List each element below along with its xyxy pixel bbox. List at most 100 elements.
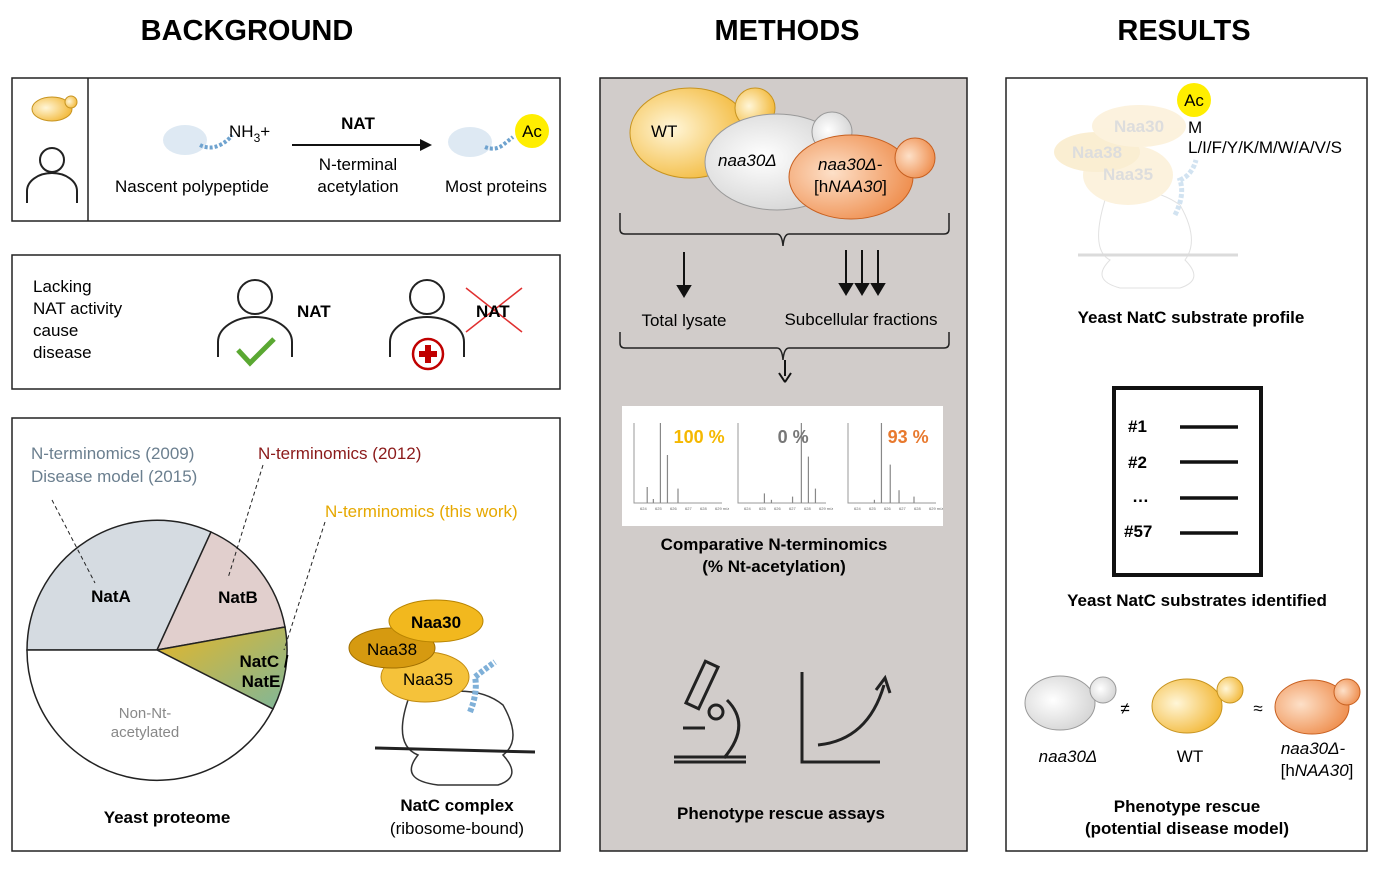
annotation-this-work: N-terminomics (this work) bbox=[325, 502, 518, 521]
results-panel: Naa30 Naa38 Naa35 Ac M L/I/F/Y/K/M/W/A/V… bbox=[1005, 77, 1368, 852]
slice-non-nt bbox=[26, 649, 275, 782]
microscope-icon bbox=[674, 659, 746, 764]
acetylated-polypeptide-icon bbox=[448, 114, 549, 157]
phenotype-assays-caption: Phenotype rescue assays bbox=[677, 804, 885, 823]
annotation-leaders bbox=[51, 464, 326, 651]
disease-text-4: disease bbox=[33, 343, 92, 362]
spectrum-tick: 626 bbox=[774, 506, 781, 511]
slice-natb bbox=[155, 531, 286, 651]
reaction-panel: NH3+ Nascent polypeptide NAT N-terminal … bbox=[11, 77, 561, 222]
healthy-nat-label: NAT bbox=[297, 302, 331, 321]
naa30-label: Naa30 bbox=[411, 613, 461, 632]
header-background: BACKGROUND bbox=[141, 15, 354, 47]
subcellular-fractions-label: Subcellular fractions bbox=[784, 310, 937, 329]
list-item-2: #2 bbox=[1128, 453, 1147, 472]
process-line1: N-terminal bbox=[319, 155, 397, 174]
spectrum-tick: 627 bbox=[899, 506, 906, 511]
spectrum-axes bbox=[847, 423, 936, 504]
ko-label: naa30Δ bbox=[718, 151, 777, 170]
spectrum-tick: 624 bbox=[640, 506, 647, 511]
spectrum-tick: 629 m/z bbox=[715, 506, 729, 511]
spectrum-axes bbox=[737, 423, 826, 504]
spectrum-tick: 627 bbox=[685, 506, 692, 511]
down-arrows bbox=[676, 250, 886, 298]
annotation-2009: N-terminomics (2009) bbox=[31, 444, 194, 463]
spectrum-tick: 625 bbox=[869, 506, 876, 511]
rescue-label-2: [hNAA30] bbox=[814, 177, 887, 196]
results-wt-label: WT bbox=[1177, 747, 1203, 766]
growth-curve-icon bbox=[800, 672, 892, 764]
rescue-yeast bbox=[788, 134, 936, 220]
process-line2: acetylation bbox=[317, 177, 398, 196]
product-label: Most proteins bbox=[445, 177, 547, 196]
substrate-list: #1 #2 … #57 bbox=[1124, 417, 1238, 541]
brace-top bbox=[619, 213, 950, 247]
disease-text-2: NAT activity bbox=[33, 299, 123, 318]
slice-natc bbox=[154, 626, 288, 711]
proteome-panel: N-terminomics (2009) Disease model (2015… bbox=[11, 417, 561, 852]
spectrum-tick: 625 bbox=[759, 506, 766, 511]
healthy-person-icon bbox=[217, 279, 293, 367]
header-methods: METHODS bbox=[715, 15, 860, 47]
nterm-caption-1: Comparative N-terminomics bbox=[661, 535, 888, 554]
total-lysate-label: Total lysate bbox=[641, 311, 726, 330]
list-item-ellipsis: … bbox=[1132, 487, 1149, 506]
spectrum-tick: 625 bbox=[655, 506, 662, 511]
proteome-caption: Yeast proteome bbox=[104, 808, 231, 827]
yeast-icon bbox=[31, 95, 78, 122]
second-residue-label: L/I/F/Y/K/M/W/A/V/S bbox=[1188, 138, 1342, 157]
results-rescue-label-1: naa30Δ- bbox=[1281, 739, 1346, 758]
slice-nata bbox=[26, 519, 212, 651]
naa30-subunit bbox=[388, 599, 484, 643]
naa35-label: Naa35 bbox=[403, 670, 453, 689]
not-equal-sign: ≠ bbox=[1120, 699, 1129, 718]
natc-subcaption: (ribosome-bound) bbox=[390, 819, 524, 838]
spectrum-tick: 627 bbox=[789, 506, 796, 511]
substrate-list-icon bbox=[1112, 386, 1263, 577]
faded-naa30-label: Naa30 bbox=[1114, 117, 1164, 136]
slice-label-natc: NatC / bbox=[239, 652, 288, 671]
down-arrow-spectra bbox=[778, 360, 792, 383]
slice-label-non-nt: Non-Nt- bbox=[119, 705, 172, 722]
faded-naa38-label: Naa38 bbox=[1072, 143, 1122, 162]
spectrum-tick: 629 m/z bbox=[819, 506, 833, 511]
nterm-caption-2: (% Nt-acetylation) bbox=[702, 557, 846, 576]
cross-icon bbox=[465, 287, 523, 333]
results-ko-label: naa30Δ bbox=[1039, 747, 1098, 766]
disease-panel: Lacking NAT activity cause disease NAT N… bbox=[11, 254, 561, 390]
disease-text-1: Lacking bbox=[33, 277, 92, 296]
ac-tag: Ac bbox=[522, 122, 542, 141]
ribosome-icon bbox=[374, 659, 536, 786]
acetylation-percent: 100 % bbox=[674, 427, 725, 447]
slice-label-nate: NatE bbox=[242, 672, 281, 691]
spectrum-tick: 626 bbox=[884, 506, 891, 511]
ac-tag-circle bbox=[1177, 83, 1211, 117]
enzyme-label: NAT bbox=[341, 114, 375, 133]
spectrum-tick: 624 bbox=[854, 506, 861, 511]
substrate-profile-caption: Yeast NatC substrate profile bbox=[1078, 308, 1305, 327]
header-results: RESULTS bbox=[1117, 15, 1250, 47]
slice-label-natb: NatB bbox=[218, 588, 258, 607]
spectrum-tick: 628 bbox=[804, 506, 811, 511]
spectrum-tick: 629 m/z bbox=[929, 506, 943, 511]
mass-spectra: 624 625 626 627 628 629 m/z 100 % 624 625 626 627 6… bbox=[633, 423, 943, 511]
results-rescue-label-2: [hNAA30] bbox=[1281, 761, 1354, 780]
arrow-icon bbox=[292, 139, 432, 151]
phenotype-rescue-caption-2: (potential disease model) bbox=[1085, 819, 1289, 838]
substrates-identified-caption: Yeast NatC substrates identified bbox=[1067, 591, 1327, 610]
faded-natc-complex bbox=[1054, 105, 1238, 289]
acetylation-percent: 0 % bbox=[778, 427, 809, 447]
missing-nat-label: NAT bbox=[476, 302, 510, 321]
list-item-1: #1 bbox=[1128, 417, 1147, 436]
natc-caption: NatC complex bbox=[400, 796, 514, 815]
spectrum-tick: 626 bbox=[670, 506, 677, 511]
naa38-label: Naa38 bbox=[367, 640, 417, 659]
spectra-panel bbox=[622, 406, 943, 526]
polypeptide-icon bbox=[163, 125, 234, 155]
brace-bottom bbox=[619, 332, 950, 361]
person-icon bbox=[26, 147, 78, 203]
approx-sign: ≈ bbox=[1253, 699, 1262, 718]
substrate-label: Nascent polypeptide bbox=[115, 177, 269, 196]
slice-label-acetylated: acetylated bbox=[111, 724, 179, 741]
